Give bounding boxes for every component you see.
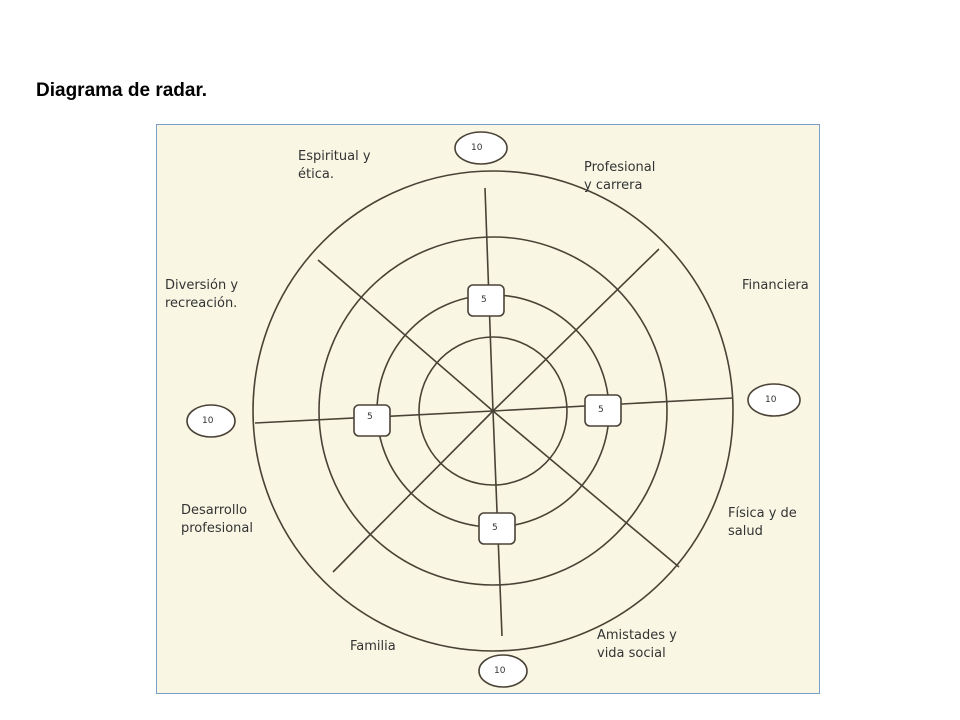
mid-label-left: 5 [367,412,373,422]
max-oval-top: 10 [454,131,508,165]
spoke-familia [332,410,494,573]
max-label-left: 10 [202,416,214,426]
label-desarrollo: Desarrollo profesional [181,503,253,536]
ring-outer [252,170,734,652]
max-label-bottom: 10 [494,666,506,676]
ring-inner [418,336,568,486]
mid-box-bottom: 5 [478,512,516,545]
mid-value-boxes: 5 5 5 5 [353,284,622,545]
mid-label-right: 5 [598,405,604,415]
spoke-profesional [492,248,660,412]
max-label-right: 10 [765,395,777,405]
diagram-background [157,125,819,693]
max-oval-right: 10 [747,383,801,417]
label-diversion: Diversión y recreación. [165,278,242,311]
category-labels: Espiritual y ética. Profesional y carrer… [165,149,809,661]
label-financiera: Financiera [742,278,809,293]
label-amistades: Amistades y vida social [597,628,681,661]
mid-box-top: 5 [467,284,505,317]
label-fisica: Física y de salud [728,506,801,539]
max-oval-left: 10 [186,404,236,438]
max-label-top: 10 [471,143,483,153]
label-profesional: Profesional y carrera [584,160,660,193]
radar-diagram: 5 5 5 5 10 10 [156,124,820,694]
radar-diagram-canvas: 5 5 5 5 10 10 [157,125,819,693]
max-oval-bottom: 10 [478,654,528,688]
spoke-fisica [492,410,680,568]
label-familia: Familia [350,639,396,654]
ring-3 [318,236,668,586]
spoke-diversion [317,259,494,412]
max-value-ovals: 10 10 10 10 [186,131,801,688]
label-espiritual: Espiritual y ética. [298,149,375,182]
page-title: Diagrama de radar. [36,80,208,101]
mid-box-right: 5 [584,394,622,427]
mid-label-bottom: 5 [492,523,498,533]
mid-label-top: 5 [481,295,487,305]
mid-box-left: 5 [353,404,391,437]
